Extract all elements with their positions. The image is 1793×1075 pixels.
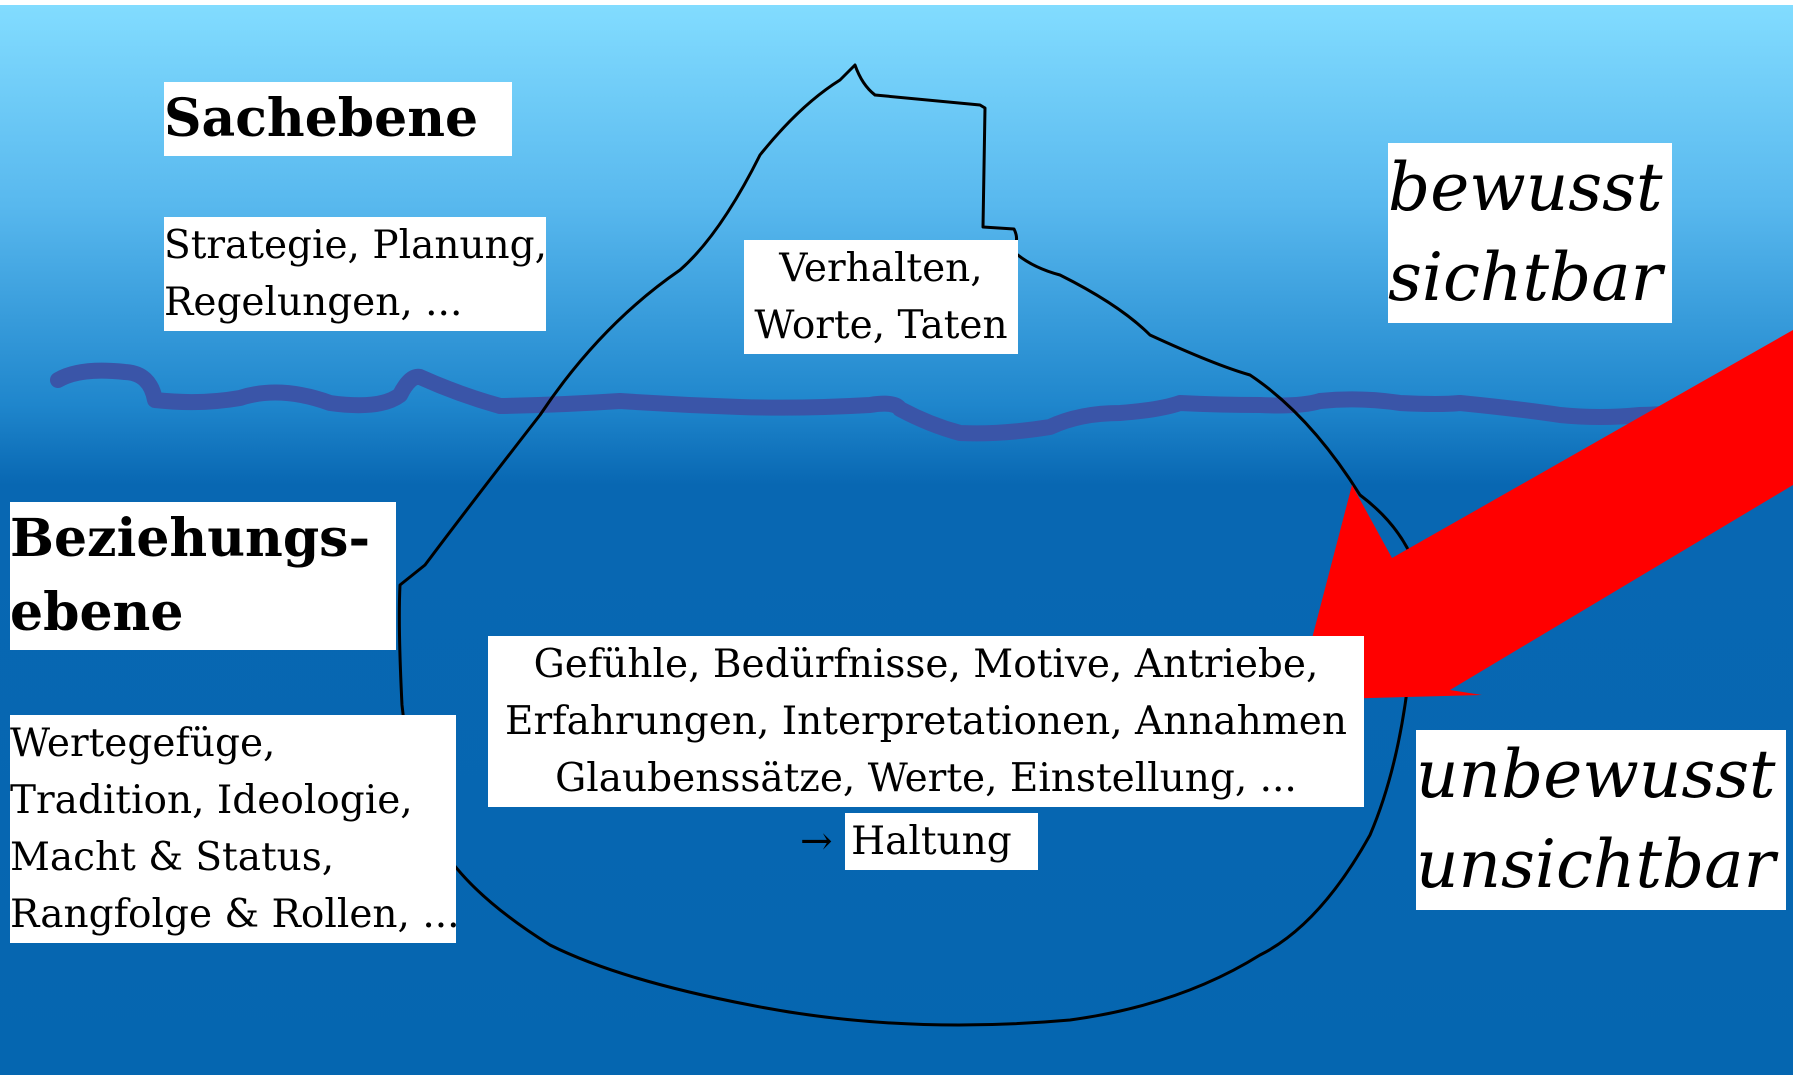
beziehung-item: Tradition, Ideologie, bbox=[10, 778, 413, 823]
tip-item: Worte, Taten bbox=[754, 303, 1008, 348]
bewusst-label: bewusst sichtbar bbox=[1388, 143, 1672, 323]
tip-items: Verhalten, Worte, Taten bbox=[744, 240, 1018, 354]
beziehung-item: Macht & Status, bbox=[10, 835, 335, 880]
unbewusst-label: unbewusst unsichtbar bbox=[1416, 730, 1786, 910]
sache-item: Strategie, Planung, bbox=[164, 223, 548, 268]
red-arrow-icon bbox=[1296, 330, 1793, 700]
iceberg-outline bbox=[397, 63, 1418, 1027]
core-item: Gefühle, Bedürfnisse, Motive, Antriebe, bbox=[533, 642, 1319, 687]
tip-item: Verhalten, bbox=[779, 246, 983, 291]
sichtbar-line: sichtbar bbox=[1388, 239, 1663, 316]
beziehung-item: Wertegefüge, bbox=[10, 721, 276, 766]
beziehung-item: Rangfolge & Rollen, ... bbox=[10, 892, 460, 937]
beziehung-items: Wertegefüge, Tradition, Ideologie, Macht… bbox=[10, 715, 460, 943]
core-item: Erfahrungen, Interpretationen, Annahmen bbox=[505, 699, 1347, 744]
sachebene-text: Sachebene bbox=[164, 88, 479, 149]
waterline bbox=[50, 362, 1748, 442]
iceberg-diagram: Sachebene Strategie, Planung, Regelungen… bbox=[0, 5, 1793, 1075]
sache-items: Strategie, Planung, Regelungen, ... bbox=[164, 217, 548, 331]
arrow-right-icon: → bbox=[800, 819, 833, 864]
beziehung-line: Beziehungs- bbox=[10, 508, 371, 569]
bewusst-line: bewusst bbox=[1388, 149, 1663, 226]
sache-item: Regelungen, ... bbox=[164, 280, 463, 325]
diagram-artwork bbox=[50, 63, 1793, 1027]
haltung-text: Haltung bbox=[845, 813, 1038, 870]
beziehung-line: ebene bbox=[10, 582, 184, 643]
core-items: Gefühle, Bedürfnisse, Motive, Antriebe, … bbox=[488, 636, 1364, 807]
sachebene-heading: Sachebene bbox=[164, 82, 512, 156]
haltung-line: → Haltung bbox=[800, 813, 1038, 870]
core-item: Glaubenssätze, Werte, Einstellung, ... bbox=[555, 756, 1297, 801]
unbewusst-line: unbewusst bbox=[1416, 736, 1776, 813]
unsichtbar-line: unsichtbar bbox=[1416, 826, 1776, 903]
beziehungsebene-heading: Beziehungs- ebene bbox=[10, 502, 396, 650]
